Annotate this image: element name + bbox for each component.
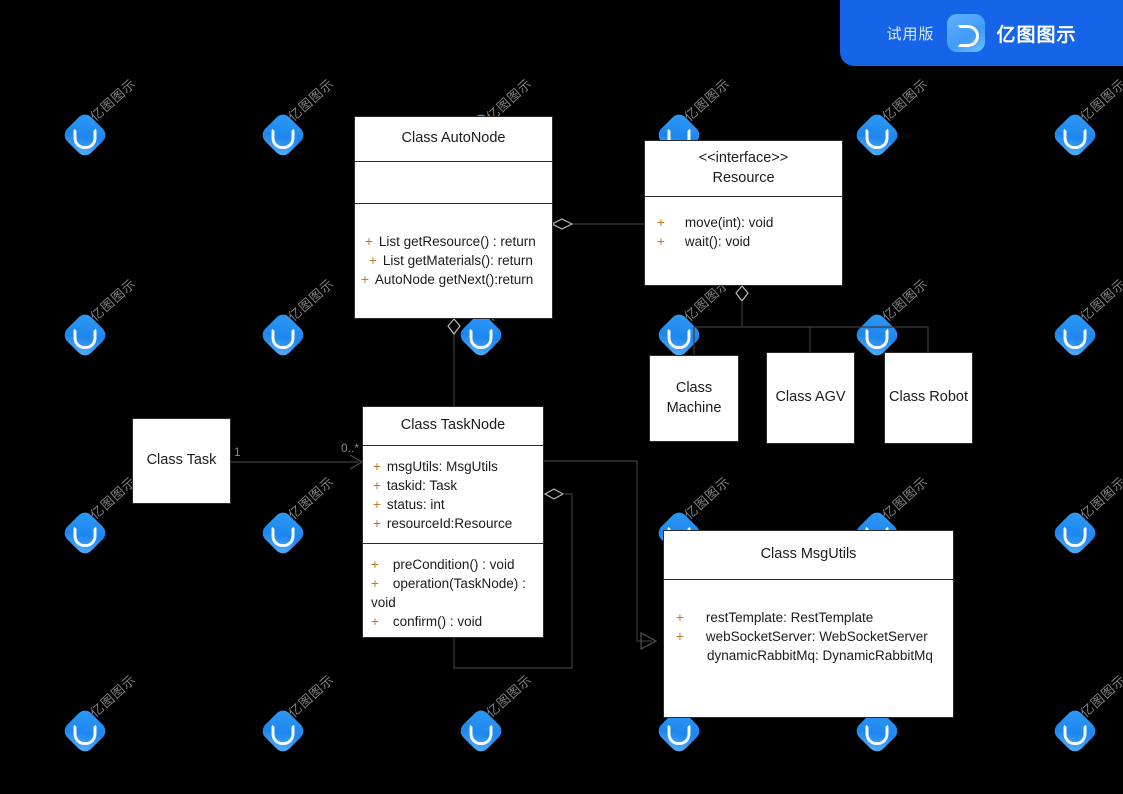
visibility-marker: + [361,272,369,288]
class-box-tasknode[interactable]: Class TaskNode + msgUtils: MsgUtils + task… [362,406,544,638]
interface-stereotype: <<interface>> [698,149,789,166]
class-member: + AutoNode getNext():return [355,270,552,289]
class-title-autonode: Class AutoNode [401,130,506,147]
class-title-msgutils: Class MsgUtils [760,546,857,563]
class-title-section: Class MsgUtils [664,531,953,579]
member-text: confirm() : void [392,614,483,630]
member-text: List getResource() : return [378,234,536,249]
class-operations-section: +preCondition() : void +operation(TaskNo… [363,542,543,632]
member-text: List getMaterials(): return [382,253,533,269]
relation-autonode-resource [550,218,644,230]
class-member: + webSocketServer: WebSocketServer [676,627,953,646]
class-title-section: Class AutoNode [355,117,552,161]
member-text: webSocketServer: WebSocketServer [705,629,928,645]
relation-tasknode-msgutils [544,460,658,651]
visibility-marker: + [676,610,684,625]
label-task-multiplicity: 1 [234,445,241,459]
member-text: taskid: Task [386,478,458,494]
class-member: + List getMaterials(): return [355,251,552,270]
class-member: + restTemplate: RestTemplate [676,608,953,627]
class-member: + status: int [373,495,543,514]
class-title-tasknode: Class TaskNode [400,417,506,434]
interface-operations-section: + move(int): void + wait(): void [645,196,842,251]
class-attributes-section [355,161,552,203]
class-member: dynamicRabbitMq: DynamicRabbitMq [676,646,953,665]
visibility-marker: + [369,253,377,269]
interface-title-resource: Resource [712,169,775,186]
visibility-marker: + [373,478,381,494]
class-attributes-section: + restTemplate: RestTemplate + webSocketSe… [664,579,953,665]
relation-task-tasknode: 1 0..* [231,441,364,470]
class-box-agv[interactable]: Class AGV [766,352,855,444]
visibility-marker: + [371,575,379,591]
class-member: + move(int): void [657,213,842,232]
class-operations-section: +List getResource() : return +List getMa… [355,203,552,289]
visibility-marker: + [657,234,665,250]
member-text: status: int [386,497,445,513]
class-member: + preCondition() : void [371,555,543,574]
visibility-marker: + [657,215,665,230]
visibility-marker: + [676,629,684,645]
class-box-resource[interactable]: <<interface>> Resource + move(int): void … [644,140,843,286]
visibility-marker: + [373,459,381,474]
class-box-task[interactable]: Class Task [132,418,231,504]
visibility-marker: + [365,234,373,249]
member-text: resourceId:Resource [386,516,513,532]
member-text: operation(TaskNode) : void [371,575,530,610]
relation-resource-subclasses [693,285,929,355]
class-title-task: Class Task [146,452,217,469]
class-title-machine: Class Machine [666,379,722,416]
class-box-robot[interactable]: Class Robot [884,352,973,444]
brand-name: 亿图图示 [996,23,1077,46]
relation-autonode-tasknode [447,318,461,406]
member-text: AutoNode getNext():return [374,272,534,288]
edraw-logo-icon [946,14,985,52]
member-text: restTemplate: RestTemplate [705,610,874,625]
member-text: wait(): void [684,234,751,250]
member-text: dynamicRabbitMq: DynamicRabbitMq [707,648,933,664]
visibility-marker: + [373,497,381,513]
member-text: msgUtils: MsgUtils [386,459,498,474]
class-box-msgutils[interactable]: Class MsgUtils + restTemplate: RestTempla… [663,530,954,718]
visibility-marker: + [373,516,381,532]
class-title-agv: Class AGV [775,389,846,406]
class-title-robot: Class Robot [889,389,968,406]
class-attributes-section: + msgUtils: MsgUtils + taskid: Task + statu… [363,445,543,543]
class-member: + confirm() : void [371,612,543,631]
class-box-autonode[interactable]: Class AutoNode +List getResource() : ret… [354,116,553,319]
class-member: + taskid: Task [373,476,543,495]
relation-tasknode-self [453,488,573,669]
trial-label: 试用版 [886,24,935,43]
class-title-section: Class TaskNode [363,407,543,445]
class-member: + wait(): void [657,232,842,251]
member-text: move(int): void [684,215,774,230]
label-tasknode-multiplicity: 0..* [341,441,359,455]
class-member: +operation(TaskNode) : void [371,574,543,612]
member-text: preCondition() : void [392,556,515,572]
interface-title-section: <<interface>> Resource [645,141,842,196]
visibility-marker: + [371,614,379,630]
trial-banner[interactable]: 试用版 亿图图示 [840,0,1123,66]
class-member: + List getResource() : return [355,232,552,251]
class-box-machine[interactable]: Class Machine [649,355,739,442]
class-member: + msgUtils: MsgUtils [373,457,543,476]
visibility-marker: + [371,556,379,572]
class-member: + resourceId:Resource [373,514,543,533]
